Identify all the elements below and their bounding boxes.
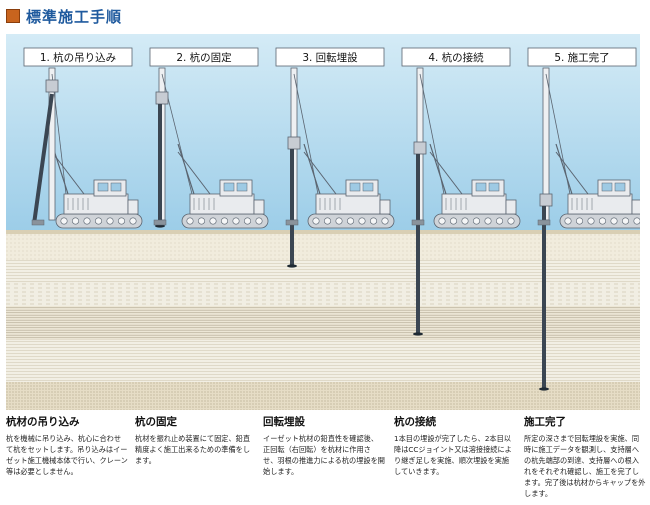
- pile-clamp: [153, 219, 167, 226]
- drive-head: [287, 136, 301, 150]
- square-bullet-icon: [6, 9, 20, 23]
- drive-head: [155, 91, 169, 105]
- step-description: 杭の固定杭材を振れ止め装置にて固定、鉛直精度よく施工出来るための準備をします。: [135, 414, 257, 466]
- step-label-box: 3. 回転埋設: [275, 47, 385, 67]
- step-description: 施工完了所定の深さまで回転埋設を実施、同時に施工データを観測し、支持層への杭先端…: [524, 414, 646, 499]
- step-description-title: 施工完了: [524, 416, 566, 428]
- drive-head: [45, 79, 59, 93]
- step-description-body: イーゼット杭材の鉛直性を確認後、正回転（右回転）を杭材に作用させ、羽根の推進力に…: [263, 434, 385, 476]
- step-description-title: 杭の接続: [394, 416, 436, 428]
- pile-clamp: [31, 219, 45, 226]
- step-label: 1. 杭の吊り込み: [40, 51, 116, 64]
- pile-driver-machine: [287, 67, 395, 229]
- pile-clamp: [537, 219, 551, 226]
- step-label: 3. 回転埋設: [302, 51, 358, 64]
- page-header: 標準施工手順: [6, 6, 122, 26]
- pile-driver-machine: [413, 67, 521, 229]
- ground-strata: [6, 230, 640, 410]
- steel-pile: [32, 93, 54, 225]
- pile-clamp: [411, 219, 425, 226]
- pile-driver-machine: [45, 67, 143, 229]
- stage-3: 3. 回転埋設: [275, 47, 395, 268]
- step-description-body: 杭を機械に吊り込み、杭心に合わせて杭をセットします。吊り込みはイーゼット施工機械…: [6, 434, 128, 476]
- stage-5: 5. 施工完了: [527, 47, 640, 391]
- stage-2: 2. 杭の固定: [149, 47, 269, 229]
- step-label-box: 1. 杭の吊り込み: [23, 47, 133, 67]
- step-description: 杭材の吊り込み杭を機械に吊り込み、杭心に合わせて杭をセットします。吊り込みはイー…: [6, 414, 128, 477]
- stage-4: 4. 杭の接続: [401, 47, 521, 336]
- drive-head: [539, 193, 553, 207]
- stage-1: 1. 杭の吊り込み: [23, 47, 143, 229]
- pile-driver-machine: [539, 67, 640, 229]
- steel-pile: [290, 149, 294, 266]
- page-title: 標準施工手順: [26, 7, 123, 26]
- step-description-body: 杭材を振れ止め装置にて固定、鉛直精度よく施工出来るための準備をします。: [135, 434, 251, 465]
- step-label-box: 5. 施工完了: [527, 47, 637, 67]
- step-label: 4. 杭の接続: [428, 51, 484, 64]
- step-description-title: 回転埋設: [263, 416, 305, 428]
- step-label-box: 2. 杭の固定: [149, 47, 259, 67]
- construction-diagram: 1. 杭の吊り込み 2. 杭の固定 3. 回転埋設 4. 杭の接続 5. 施工完了: [6, 34, 640, 410]
- steel-pile: [416, 154, 420, 334]
- steel-pile: [542, 206, 546, 389]
- leader-mast: [48, 67, 56, 221]
- pile-clamp: [285, 219, 299, 226]
- step-label-box: 4. 杭の接続: [401, 47, 511, 67]
- steel-pile: [158, 104, 162, 226]
- step-description: 回転埋設イーゼット杭材の鉛直性を確認後、正回転（右回転）を杭材に作用させ、羽根の…: [263, 414, 385, 477]
- step-description: 杭の接続 1本目の埋設が完了したら、2本目以降はCCジョイント又は溶接接続により継…: [394, 414, 516, 477]
- step-description-body: 1本目の埋設が完了したら、2本目以降はCCジョイント又は溶接接続により継ぎ足しを…: [394, 434, 512, 476]
- step-label: 5. 施工完了: [554, 51, 609, 64]
- drive-head: [413, 141, 427, 155]
- step-description-title: 杭材の吊り込み: [6, 416, 80, 428]
- step-description-body: 所定の深さまで回転埋設を実施、同時に施工データを観測し、支持層への杭先端部の到達…: [524, 434, 646, 498]
- step-label: 2. 杭の固定: [176, 51, 232, 64]
- step-description-title: 杭の固定: [135, 416, 177, 428]
